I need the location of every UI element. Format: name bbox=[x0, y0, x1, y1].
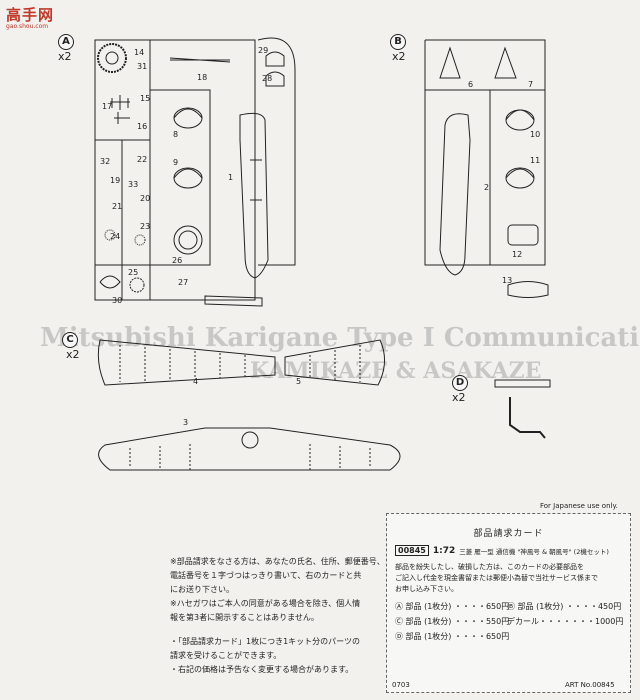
sprue-b-mult: x2 bbox=[392, 50, 406, 63]
card-title: 部品請求カード bbox=[473, 529, 544, 539]
part-label-10: 10 bbox=[530, 130, 541, 139]
site-logo: 高手网 gao.shou.com bbox=[6, 4, 70, 30]
price-b: Ⓑ 部品 (1枚分) ・・・・450円 bbox=[507, 602, 622, 611]
part-1-fuselage-half bbox=[239, 112, 269, 279]
footer-code: 0703 bbox=[392, 681, 410, 689]
part-label-28: 28 bbox=[262, 74, 273, 83]
part-label-8: 8 bbox=[173, 130, 179, 139]
part-label-9: 9 bbox=[173, 158, 179, 167]
part-label-18: 18 bbox=[197, 73, 208, 82]
left-text-line4: ※ハセガワはご本人の同意がある場合を除き、個人情 bbox=[170, 599, 361, 608]
part-8-wheel bbox=[173, 107, 203, 129]
sprue-a-mult: x2 bbox=[58, 50, 72, 63]
sprue-letter-b: B bbox=[390, 34, 406, 50]
card-instr-3: お申し込み下さい。 bbox=[395, 585, 458, 593]
sprue-letter-d: D bbox=[452, 375, 468, 391]
left-text-line6: ・「部品請求カード」1枚につき1キット分のパーツの bbox=[170, 637, 361, 646]
left-text-line3: にお送り下さい。 bbox=[170, 585, 234, 594]
part-4-wing-left bbox=[97, 339, 276, 386]
part-5-wing-right bbox=[284, 339, 385, 386]
left-text-line8: ・右記の価格は予告なく変更する場合があります。 bbox=[170, 665, 354, 674]
part-label-1: 1 bbox=[228, 173, 234, 182]
part-label-20: 20 bbox=[140, 194, 151, 203]
sprue-d-mult: x2 bbox=[452, 391, 466, 404]
part-3-center-wing bbox=[98, 427, 401, 471]
part-27 bbox=[204, 295, 263, 307]
part-7-fin bbox=[494, 46, 517, 79]
part-2-fuselage-half bbox=[439, 113, 471, 276]
part-label-4: 4 bbox=[193, 377, 199, 386]
part-label-15: 15 bbox=[140, 94, 151, 103]
sprue-c-mult: x2 bbox=[66, 348, 80, 361]
sprue-b-frame bbox=[424, 39, 546, 266]
price-decal: デカール・・・・・・・1000円 bbox=[507, 617, 624, 626]
left-text-line2: 電話番号を１字づつはっきり書いて、右のカードと共 bbox=[170, 571, 362, 580]
card-instr-2: ご記入し代金を現金書留または郵便小為替で当社サービス係まで bbox=[395, 574, 598, 582]
part-label-29: 29 bbox=[258, 46, 269, 55]
part-6-fin bbox=[439, 46, 461, 79]
part-label-30: 30 bbox=[112, 296, 123, 305]
japanese-use-note: For Japanese use only. bbox=[540, 502, 618, 510]
part-label-31: 31 bbox=[137, 62, 148, 71]
price-c: Ⓒ 部品 (1枚分) ・・・・550円 bbox=[395, 617, 510, 626]
logo-text: 高手网 bbox=[6, 6, 55, 24]
bg-subtitle: KAMIKAZE & ASAKAZE bbox=[250, 358, 542, 384]
part-26-cowling bbox=[173, 225, 203, 255]
part-label-21: 21 bbox=[112, 202, 123, 211]
part-label-22: 22 bbox=[137, 155, 148, 164]
part-label-5: 5 bbox=[296, 377, 302, 386]
part-label-23: 23 bbox=[140, 222, 151, 231]
part-9-wheel bbox=[173, 167, 203, 189]
left-text-line7: 請求を受けることができます。 bbox=[170, 651, 282, 660]
part-label-19: 19 bbox=[110, 176, 121, 185]
left-text-line1: ※部品請求をなさる方は、あなたの氏名、住所、郵便番号、 bbox=[170, 557, 385, 566]
part-label-33: 33 bbox=[128, 180, 139, 189]
part-12 bbox=[507, 224, 539, 246]
card-code: 00845 bbox=[395, 545, 429, 556]
sprue-letter-c: C bbox=[62, 332, 78, 348]
parts-order-card: 部品請求カード 00845 1:72 三菱 雁一型 通信機 "神風号 & 朝風号… bbox=[386, 513, 631, 693]
part-label-26: 26 bbox=[172, 256, 183, 265]
part-label-11: 11 bbox=[530, 156, 541, 165]
part-label-16: 16 bbox=[137, 122, 148, 131]
part-label-3: 3 bbox=[183, 418, 189, 427]
part-label-27: 27 bbox=[178, 278, 189, 287]
part-label-32: 32 bbox=[100, 157, 111, 166]
part-label-6: 6 bbox=[468, 80, 474, 89]
part-label-17: 17 bbox=[102, 102, 113, 111]
part-label-25: 25 bbox=[128, 268, 139, 277]
logo-url: gao.shou.com bbox=[6, 23, 49, 30]
card-scale: 1:72 bbox=[432, 545, 456, 556]
part-13 bbox=[507, 281, 549, 298]
part-label-14: 14 bbox=[134, 48, 145, 57]
footer-art-no: ART No.00845 bbox=[565, 681, 615, 689]
part-label-2: 2 bbox=[484, 183, 490, 192]
part-label-24: 24 bbox=[110, 232, 121, 241]
part-label-12: 12 bbox=[512, 250, 523, 259]
left-text-line5: 報を第3者に開示することはありません。 bbox=[170, 613, 319, 622]
price-d: Ⓓ 部品 (1枚分) ・・・・650円 bbox=[395, 632, 510, 641]
left-text-block: ※部品請求をなさる方は、あなたの氏名、住所、郵便番号、 電話番号を１字づつはっき… bbox=[170, 555, 385, 677]
part-label-13: 13 bbox=[502, 276, 513, 285]
part-label-7: 7 bbox=[528, 80, 534, 89]
bg-title: Mitsubishi Karigane Type I Communication… bbox=[40, 323, 640, 353]
part-d-strut bbox=[509, 397, 546, 439]
card-instr-1: 部品を紛失したし、破損した方は、このカードの必要部品を bbox=[395, 563, 584, 571]
part-14-gear bbox=[97, 43, 127, 73]
card-product: 三菱 雁一型 通信機 "神風号 & 朝風号" (2機セット) bbox=[459, 547, 609, 556]
sprue-letter-a: A bbox=[58, 34, 74, 50]
price-a: Ⓐ 部品 (1枚分) ・・・・650円 bbox=[395, 602, 510, 611]
